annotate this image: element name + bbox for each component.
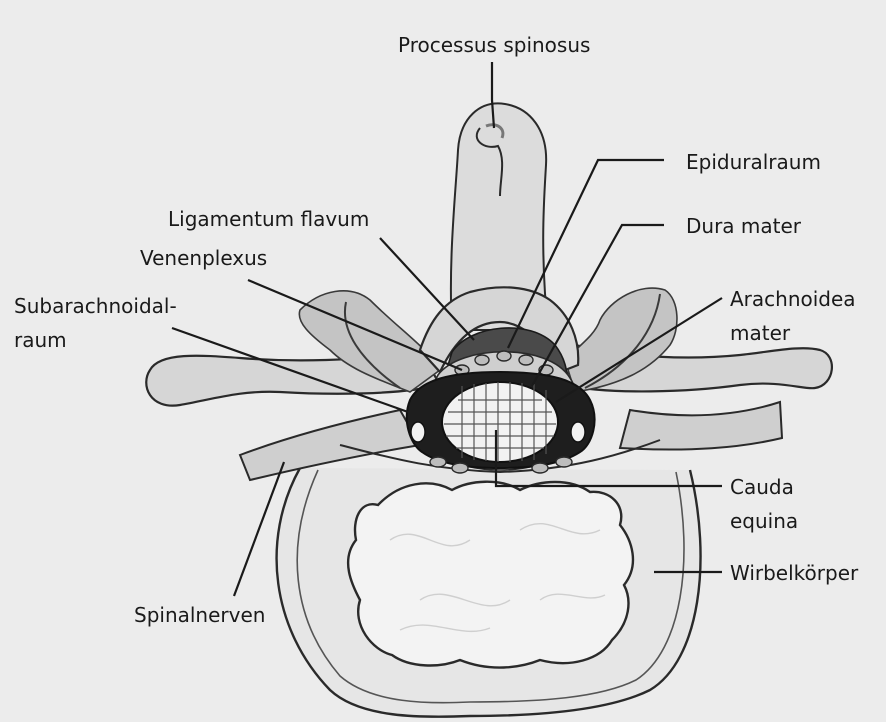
label-dura-mater: Dura mater	[686, 214, 802, 238]
left-transverse-process	[146, 291, 440, 406]
label-spinalnerven: Spinalnerven	[134, 603, 265, 627]
label-venenplexus: Venenplexus	[140, 246, 267, 270]
cauda-equina-bundle	[442, 382, 558, 462]
label-ligamentum-flavum: Ligamentum flavum	[168, 207, 369, 231]
label-subarachnoidal-line2: raum	[14, 328, 67, 352]
label-processus-spinosus: Processus spinosus	[398, 33, 590, 57]
leader-processus-spinosus	[492, 62, 494, 128]
label-arachnoidea-line1: Arachnoidea	[730, 287, 856, 311]
label-cauda-line2: equina	[730, 509, 798, 533]
label-arachnoidea-line2: mater	[730, 321, 791, 345]
label-epiduralraum: Epiduralraum	[686, 150, 821, 174]
vertebral-body-core	[348, 482, 633, 668]
label-cauda-line1: Cauda	[730, 475, 794, 499]
label-subarachnoidal-line1: Subarachnoidal-	[14, 294, 177, 318]
label-wirbelkoerper: Wirbelkörper	[730, 561, 859, 585]
